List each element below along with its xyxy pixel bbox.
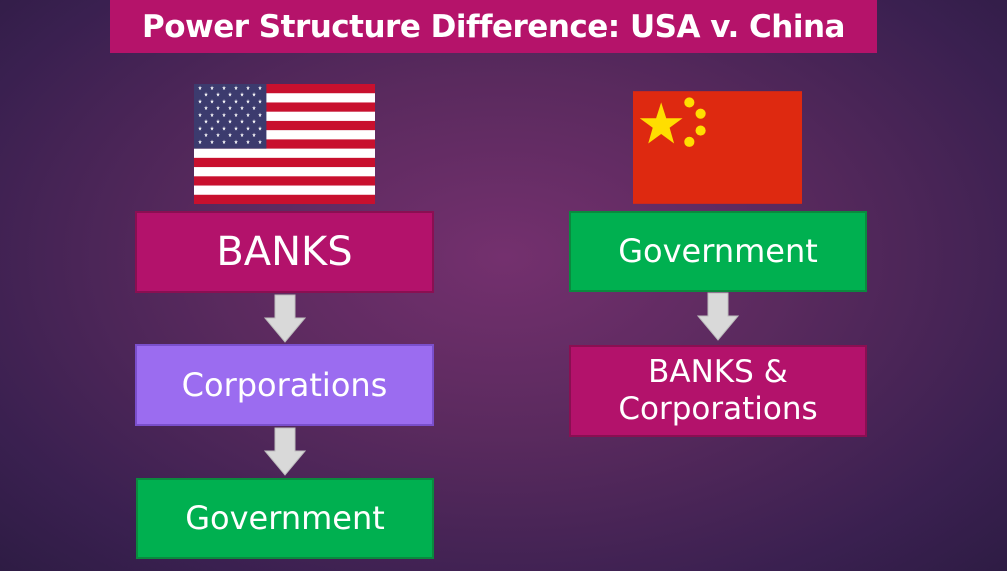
svg-text:★: ★ <box>234 139 238 146</box>
svg-text:★: ★ <box>246 86 250 93</box>
down-arrow-icon <box>264 427 306 476</box>
svg-text:★: ★ <box>198 112 202 119</box>
svg-text:★: ★ <box>228 92 232 99</box>
usa-corporations-box: Corporations <box>135 344 434 426</box>
svg-text:★: ★ <box>210 86 214 93</box>
svg-text:★: ★ <box>210 126 214 133</box>
svg-text:★: ★ <box>240 106 244 113</box>
svg-text:★: ★ <box>222 112 226 119</box>
svg-text:★: ★ <box>204 119 208 126</box>
svg-text:★: ★ <box>210 139 214 146</box>
svg-text:★: ★ <box>198 99 202 106</box>
svg-text:★: ★ <box>258 86 262 93</box>
down-arrow-icon <box>697 292 739 341</box>
svg-text:★: ★ <box>222 139 226 146</box>
svg-text:★: ★ <box>246 99 250 106</box>
svg-text:★: ★ <box>252 106 256 113</box>
svg-text:★: ★ <box>222 99 226 106</box>
usa-flag-icon: ★★★★★★★★★★★★★★★★★★★★★★★★★★★★★★★★★★★★★★★★… <box>194 84 375 204</box>
svg-text:★: ★ <box>252 133 256 140</box>
svg-text:★: ★ <box>222 126 226 133</box>
svg-text:★: ★ <box>204 106 208 113</box>
china-banks-corporations-box: BANKS & Corporations <box>569 345 867 437</box>
usa-banks-box: BANKS <box>135 211 434 293</box>
svg-text:★: ★ <box>198 139 202 146</box>
svg-text:★: ★ <box>216 119 220 126</box>
svg-text:★: ★ <box>204 92 208 99</box>
svg-text:★: ★ <box>228 119 232 126</box>
svg-text:★: ★ <box>240 133 244 140</box>
svg-text:★: ★ <box>246 126 250 133</box>
svg-text:★: ★ <box>234 126 238 133</box>
usa-government-box: Government <box>136 478 434 559</box>
svg-text:★: ★ <box>216 133 220 140</box>
svg-text:★: ★ <box>210 99 214 106</box>
svg-text:★: ★ <box>252 92 256 99</box>
svg-text:★: ★ <box>204 133 208 140</box>
svg-text:★: ★ <box>198 86 202 93</box>
svg-text:★: ★ <box>246 112 250 119</box>
svg-text:★: ★ <box>240 119 244 126</box>
svg-text:★: ★ <box>240 92 244 99</box>
svg-text:★: ★ <box>216 92 220 99</box>
svg-text:★: ★ <box>258 112 262 119</box>
svg-text:★: ★ <box>234 99 238 106</box>
svg-text:★: ★ <box>258 139 262 146</box>
down-arrow-icon <box>264 294 306 343</box>
svg-text:★: ★ <box>210 112 214 119</box>
svg-text:★: ★ <box>228 106 232 113</box>
svg-text:★: ★ <box>252 119 256 126</box>
svg-text:★: ★ <box>216 106 220 113</box>
china-government-box: Government <box>569 211 867 292</box>
svg-text:★: ★ <box>258 99 262 106</box>
slide-title: Power Structure Difference: USA v. China <box>110 0 877 53</box>
svg-text:★: ★ <box>228 133 232 140</box>
svg-text:★: ★ <box>246 139 250 146</box>
china-flag-icon <box>633 91 802 204</box>
svg-text:★: ★ <box>234 86 238 93</box>
svg-text:★: ★ <box>198 126 202 133</box>
svg-text:★: ★ <box>258 126 262 133</box>
svg-text:★: ★ <box>222 86 226 93</box>
svg-text:★: ★ <box>234 112 238 119</box>
